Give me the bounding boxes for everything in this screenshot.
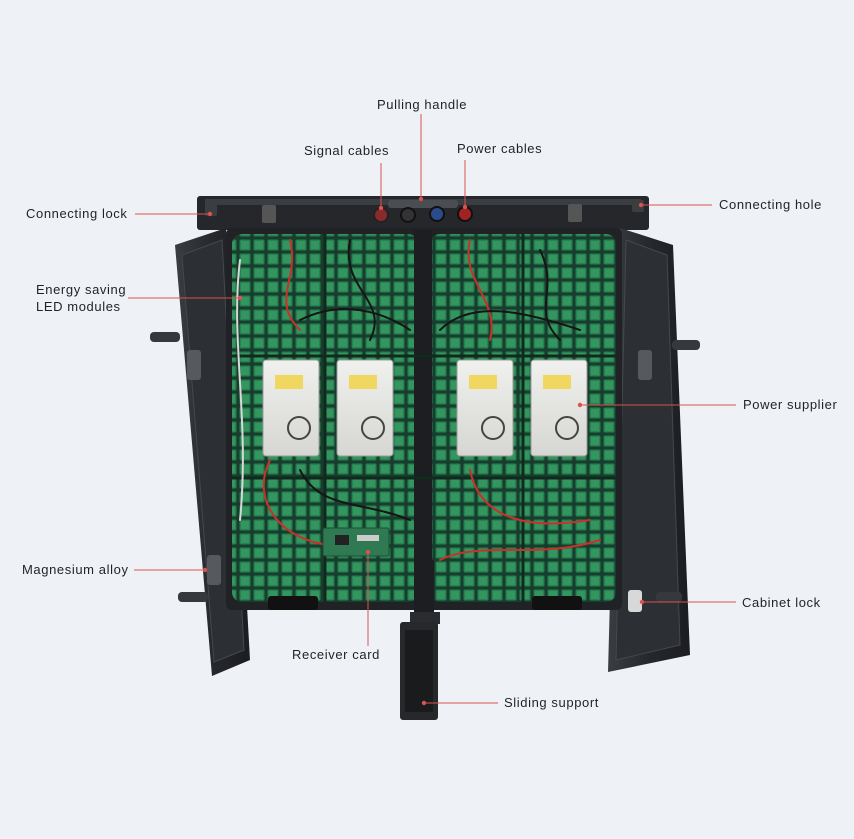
label-cabinet-lock: Cabinet lock bbox=[742, 595, 821, 610]
receiver-card-board bbox=[322, 527, 390, 557]
label-connecting-hole: Connecting hole bbox=[719, 197, 822, 212]
power-supply-units bbox=[262, 359, 588, 457]
label-power-supplier: Power supplier bbox=[743, 397, 838, 412]
label-energy-saving: Energy saving bbox=[36, 282, 127, 297]
label-receiver-card: Receiver card bbox=[292, 647, 380, 662]
sliding-support-stand bbox=[400, 560, 440, 720]
cable-bundle bbox=[236, 239, 601, 561]
label-signal-cables: Signal cables bbox=[304, 143, 390, 158]
callout-leader-lines bbox=[128, 114, 736, 704]
label-pulling-handle: Pulling handle bbox=[377, 97, 468, 112]
label-sliding-support: Sliding support bbox=[504, 695, 599, 710]
cabinet-top-frame bbox=[197, 196, 649, 230]
label-power-cables: Power cables bbox=[457, 141, 543, 156]
callout-dots bbox=[202, 196, 645, 706]
label-led-modules: LED modules bbox=[36, 299, 121, 314]
label-magnesium-alloy: Magnesium alloy bbox=[22, 562, 129, 577]
label-connecting-lock: Connecting lock bbox=[26, 206, 128, 221]
right-door bbox=[608, 228, 700, 672]
